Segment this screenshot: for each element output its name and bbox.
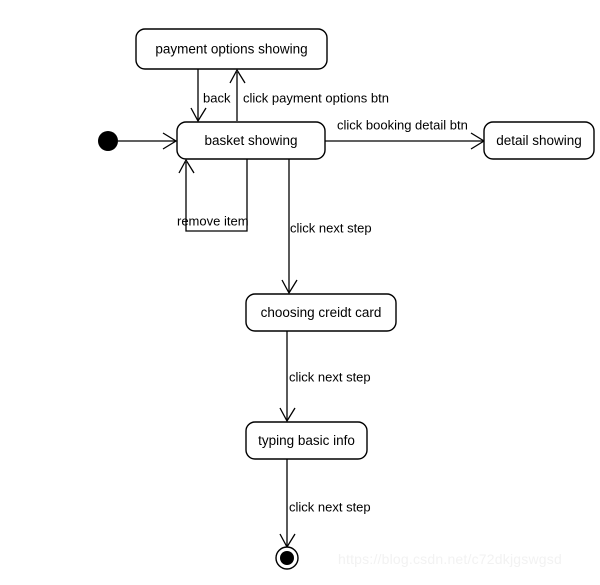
transition-basket-to-detail[interactable]: [325, 132, 486, 150]
state-box-typing-basic-info: [245, 421, 368, 460]
state-label-typing-basic-info: typing basic info: [258, 433, 355, 448]
transition-start-to-basket[interactable]: [118, 132, 178, 150]
state-label-choosing-creidt-card: choosing creidt card: [261, 305, 382, 320]
edge-label-click-next-step-2: click next step: [289, 369, 371, 384]
arrowhead-basket-self-loop: [178, 158, 195, 174]
state-choosing-creidt-card[interactable]: choosing creidt card: [245, 293, 397, 332]
arrowhead-basket-to-payment: [229, 68, 246, 84]
edge-label-click-next-step-3: click next step: [289, 499, 371, 514]
edge-label-click-booking-detail-btn: click booking detail btn: [337, 117, 468, 132]
watermark-text: https://blog.csdn.net/c72dkjgswgsd: [338, 551, 562, 567]
final-state-dot: [280, 551, 294, 565]
initial-state-node[interactable]: [98, 131, 118, 151]
edge-label-click-payment-options-btn: click payment options btn: [243, 90, 389, 105]
arrowhead-creidt-to-typing: [279, 407, 296, 423]
state-basket-showing[interactable]: basket showing: [176, 121, 326, 160]
state-detail-showing[interactable]: detail showing: [483, 121, 595, 160]
state-label-basket-showing: basket showing: [204, 133, 297, 148]
state-payment-options-showing[interactable]: payment options showing: [135, 28, 328, 70]
state-label-payment-options-showing: payment options showing: [155, 42, 307, 57]
arrowhead-start-to-basket: [162, 132, 178, 150]
final-state-node[interactable]: [275, 546, 299, 570]
state-box-detail-showing: [483, 121, 595, 160]
transition-basket-to-creidt[interactable]: [281, 159, 298, 295]
edge-label-back: back: [203, 90, 231, 105]
transition-payment-to-basket[interactable]: [190, 69, 207, 123]
transition-basket-self-loop[interactable]: [178, 158, 248, 232]
edge-line-basket-self-loop: [185, 159, 248, 232]
state-box-choosing-creidt-card: [245, 293, 397, 332]
arrowhead-payment-to-basket: [190, 107, 207, 123]
state-box-payment-options-showing: [135, 28, 328, 70]
transition-basket-to-payment[interactable]: [229, 68, 246, 121]
edge-label-click-next-step-1: click next step: [290, 220, 372, 235]
state-label-detail-showing: detail showing: [496, 133, 582, 148]
arrowhead-basket-to-creidt: [281, 279, 298, 295]
edge-label-remove-item: remove item: [177, 213, 249, 228]
state-typing-basic-info[interactable]: typing basic info: [245, 421, 368, 460]
state-box-basket-showing: [176, 121, 326, 160]
transition-creidt-to-typing[interactable]: [279, 331, 296, 423]
